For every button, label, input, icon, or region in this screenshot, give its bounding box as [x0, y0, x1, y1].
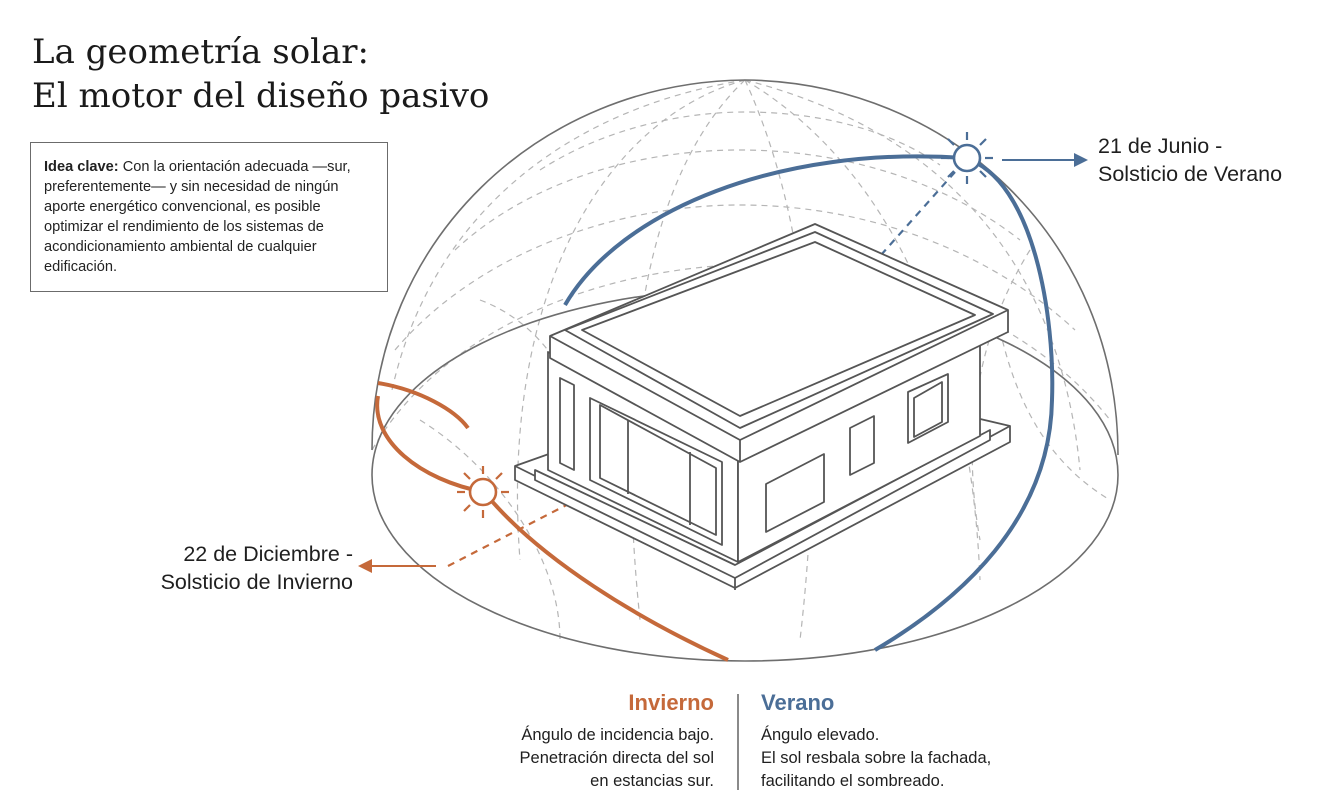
- summer-sun-path: [563, 154, 1055, 652]
- winter-label-line-2: Solsticio de Invierno: [160, 570, 353, 594]
- key-idea-label: Idea clave:: [44, 159, 119, 175]
- house-illustration: [514, 223, 1011, 590]
- key-idea-text: Con la orientación adecuada —sur, prefer…: [44, 159, 351, 275]
- summer-column: Verano Ángulo elevado. El sol resbala so…: [761, 688, 991, 793]
- winter-solstice-label: 22 de Diciembre - Solsticio de Invierno: [140, 540, 353, 596]
- sun-summer-icon: [941, 132, 993, 184]
- summer-line: El sol resbala sobre la fachada,: [761, 749, 992, 767]
- summer-line: Ángulo elevado.: [761, 726, 880, 744]
- winter-sun-path-lower: [375, 395, 729, 662]
- winter-line: Ángulo de incidencia bajo.: [521, 726, 714, 744]
- summer-label-line-1: 21 de Junio -: [1098, 134, 1223, 158]
- winter-line: en estancias sur.: [590, 772, 714, 790]
- summer-heading: Verano: [761, 690, 835, 715]
- winter-heading: Invierno: [628, 690, 714, 715]
- title-line-2: El motor del diseño pasivo: [32, 76, 490, 116]
- arrow-left-icon: [358, 559, 436, 573]
- winter-sun-path: [377, 381, 470, 430]
- key-idea-box: Idea clave: Con la orientación adecuada …: [30, 142, 388, 292]
- title-line-1: La geometría solar:: [32, 32, 370, 72]
- summer-label-line-2: Solsticio de Verano: [1098, 162, 1283, 186]
- arrow-right-icon: [1002, 153, 1088, 167]
- summer-solstice-label: 21 de Junio - Solsticio de Verano: [1098, 132, 1282, 188]
- column-divider: [737, 694, 739, 790]
- summer-line: facilitando el sombreado.: [761, 772, 945, 790]
- summer-ray: [781, 171, 956, 367]
- winter-column: Invierno Ángulo de incidencia bajo. Pene…: [520, 688, 714, 793]
- winter-line: Penetración directa del sol: [519, 749, 714, 767]
- winter-label-line-1: 22 de Diciembre -: [183, 542, 353, 566]
- sun-winter-icon: [457, 466, 509, 518]
- page-title: La geometría solar: El motor del diseño …: [32, 30, 489, 118]
